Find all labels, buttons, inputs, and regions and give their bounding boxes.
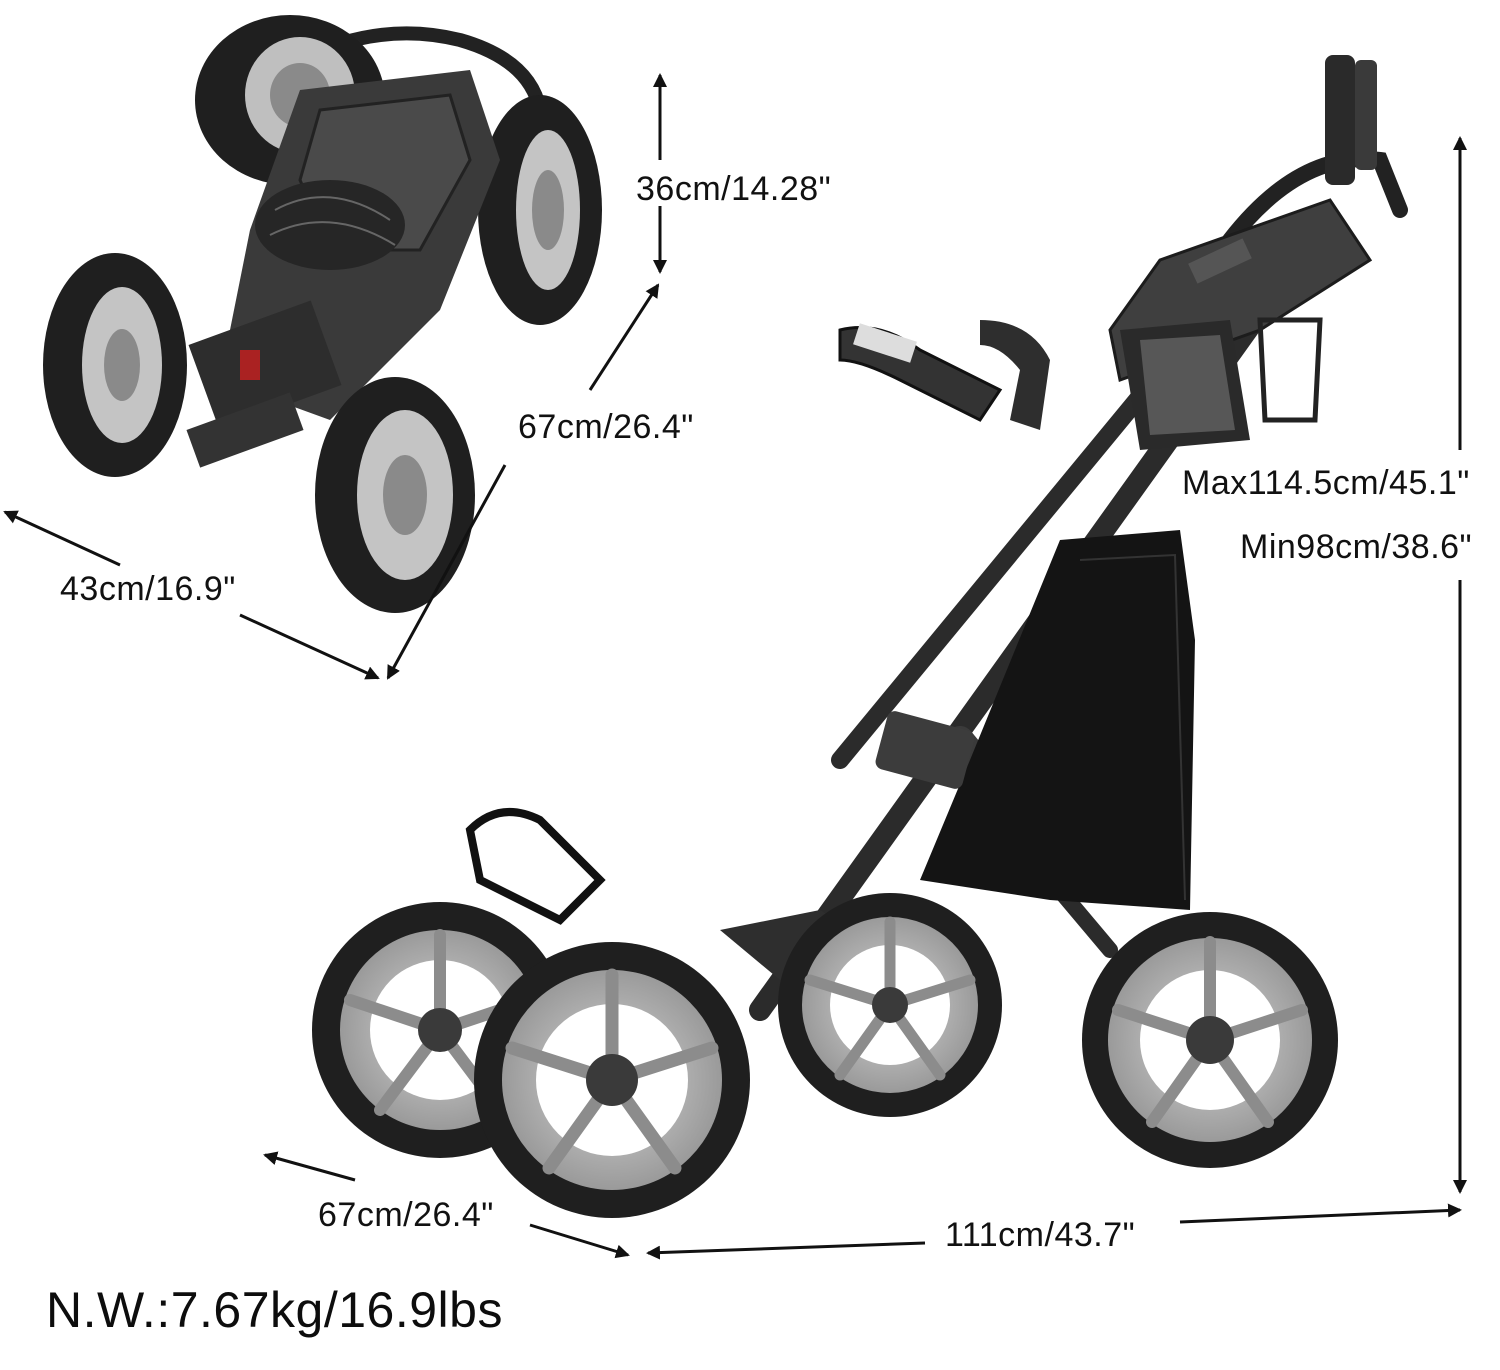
arrow-open-width-right — [529, 1223, 630, 1259]
folded-width-label: 43cm/16.9" — [60, 570, 236, 608]
open-width-label: 67cm/26.4" — [318, 1196, 494, 1234]
open-wheel-rear-right — [778, 893, 1002, 1117]
folded-length-label: 67cm/26.4" — [518, 408, 694, 446]
arrow-open-length-right — [1179, 1203, 1462, 1224]
arrow-open-width-left — [263, 1151, 356, 1182]
storage-bag — [920, 530, 1195, 910]
open-cart-image — [312, 55, 1408, 1218]
arrow-folded-width-right — [239, 613, 380, 680]
arrow-folded-width-left — [3, 510, 121, 567]
folded-cart-body — [186, 70, 500, 468]
folded-cart-image — [43, 15, 602, 613]
arrow-folded-length-bottom — [386, 464, 507, 680]
open-length-label: 111cm/43.7" — [945, 1216, 1136, 1254]
folded-height-label: 36cm/14.28" — [636, 170, 832, 208]
net-weight-label: N.W.:7.67kg/16.9lbs — [46, 1282, 503, 1338]
arrow-open-length-left — [646, 1241, 926, 1260]
folded-wheel-bottom-left — [43, 253, 187, 477]
min-height-label: Min98cm/38.6" — [1240, 528, 1473, 566]
folded-wheel-top-right — [478, 95, 602, 325]
folded-wheel-bottom-right — [315, 377, 475, 613]
dimension-arrows — [3, 73, 1467, 1260]
open-wheel-front-left — [474, 942, 750, 1218]
arrow-folded-length-top — [588, 283, 660, 391]
open-wheel-front-right — [1082, 912, 1338, 1168]
max-height-label: Max114.5cm/45.1" — [1182, 464, 1470, 502]
